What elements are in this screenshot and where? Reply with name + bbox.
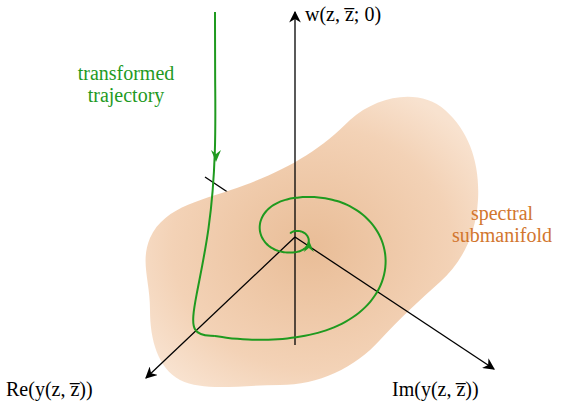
- manifold-label: spectral submanifold: [440, 202, 564, 246]
- axis-label: Re(y(z, z̅)): [6, 378, 93, 400]
- axis-label: w(z, z̅; 0): [305, 3, 381, 25]
- manifold-surface: [146, 97, 479, 387]
- trajectory-tail: [193, 12, 215, 336]
- trajectory-arrowhead: [304, 240, 314, 252]
- trajectory-arrowhead: [211, 150, 221, 162]
- axis-label: Im(y(z, z̅)): [392, 378, 479, 400]
- trajectory: [193, 12, 385, 340]
- axis-line: [294, 12, 295, 345]
- trajectory-label: transformed trajectory: [70, 62, 182, 106]
- axis-line: [295, 237, 494, 369]
- axis-line: [146, 237, 295, 378]
- trajectory-spiral: [215, 197, 386, 340]
